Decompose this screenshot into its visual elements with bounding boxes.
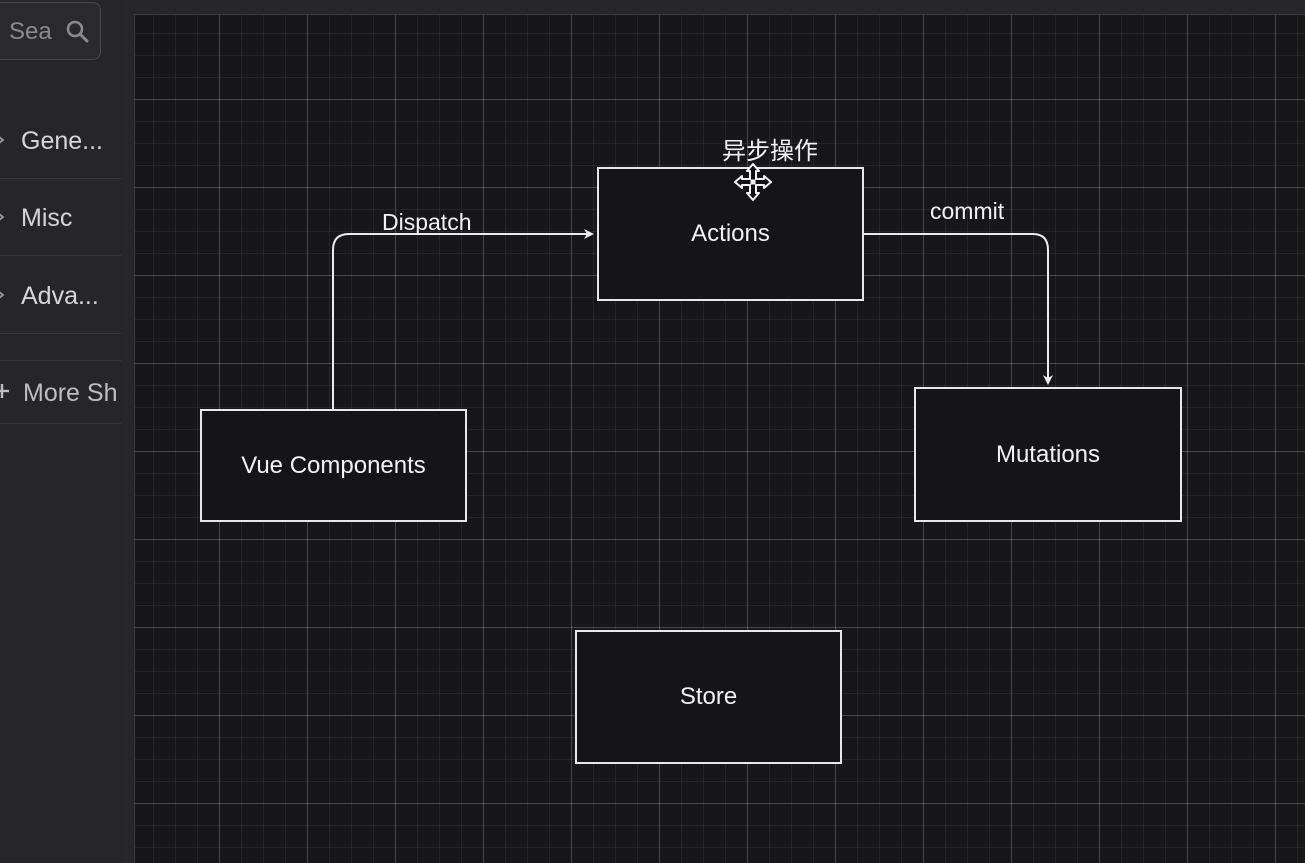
plus-icon bbox=[0, 384, 9, 398]
more-shapes-label: More Sh bbox=[23, 379, 118, 407]
section-label: Misc bbox=[21, 204, 73, 232]
chevron-right-icon bbox=[0, 291, 5, 299]
commit-label[interactable]: commit bbox=[930, 198, 1005, 224]
move-handle-icon[interactable] bbox=[733, 162, 773, 202]
section-misc[interactable]: Misc bbox=[0, 180, 121, 256]
store-label: Store bbox=[679, 683, 738, 710]
dispatch-label[interactable]: Dispatch bbox=[382, 209, 472, 235]
search-icon[interactable] bbox=[65, 19, 89, 43]
more-shapes-button[interactable]: More Sh bbox=[0, 360, 121, 424]
section-label: Gene... bbox=[21, 127, 103, 155]
section-advanced[interactable]: Adva... bbox=[0, 258, 121, 334]
section-label: Adva... bbox=[21, 282, 99, 310]
search-box[interactable] bbox=[0, 2, 101, 60]
search-input[interactable] bbox=[9, 17, 61, 47]
chevron-right-icon bbox=[0, 136, 5, 144]
chevron-right-icon bbox=[0, 213, 5, 221]
vue-components-label: Vue Components bbox=[241, 451, 426, 479]
section-general[interactable]: Gene... bbox=[0, 103, 121, 179]
shapes-sidebar: Gene... Misc Adva... More Sh bbox=[0, 0, 123, 863]
mutations-node[interactable]: Mutations bbox=[914, 387, 1182, 522]
store-node[interactable]: Store bbox=[575, 630, 842, 764]
actions-label: Actions bbox=[691, 220, 770, 247]
mutations-label: Mutations bbox=[995, 440, 1101, 468]
actions-annotation[interactable]: 异步操作 bbox=[722, 138, 818, 165]
vue-components-node[interactable]: Vue Components bbox=[200, 409, 467, 522]
actions-node[interactable]: Actions bbox=[597, 167, 864, 301]
